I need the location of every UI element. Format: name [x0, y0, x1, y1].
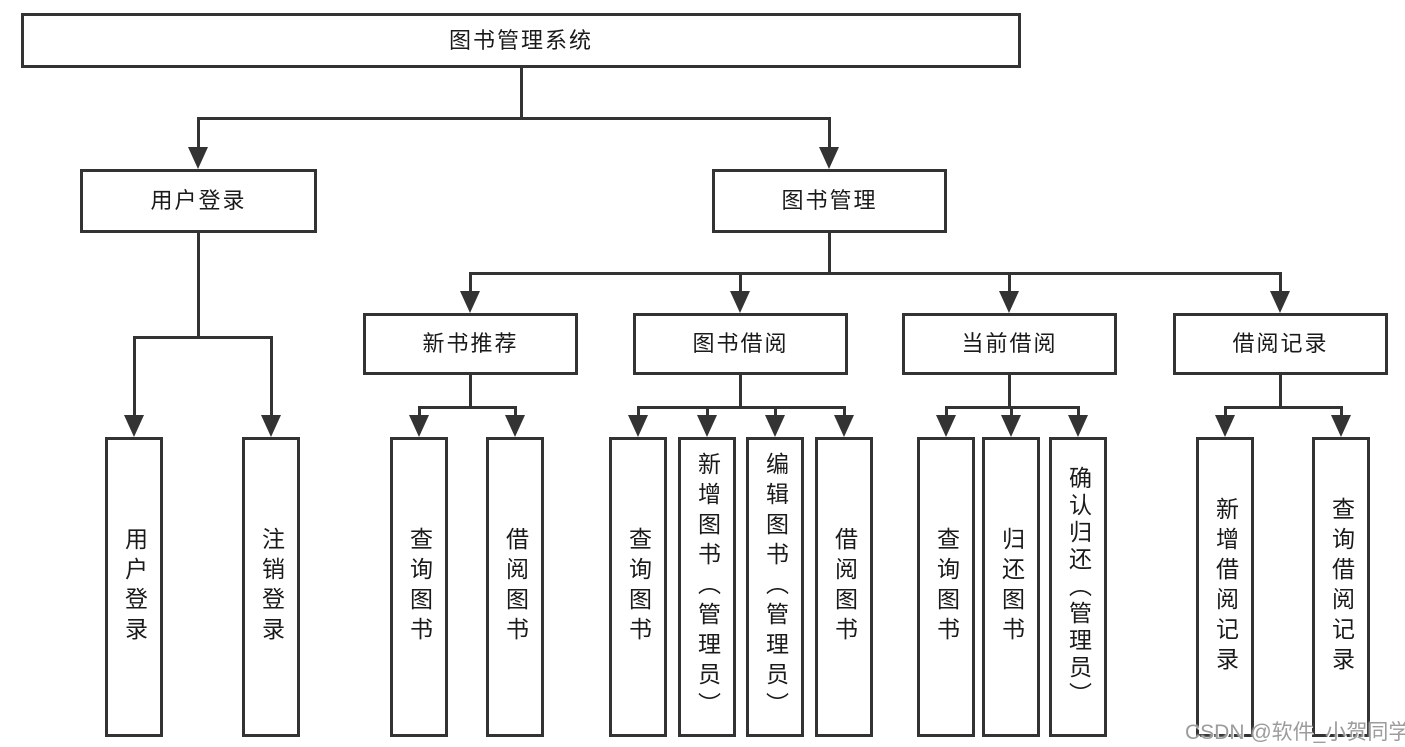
node-user-login: 用户登录 [80, 169, 317, 233]
leaf-borrow-books-recommend: 借阅图书 [486, 437, 544, 737]
node-label: 查询借阅记录 [1328, 497, 1355, 677]
connector-line [945, 407, 948, 417]
connector-arrowhead [730, 291, 750, 313]
node-label: 确认归还（管理员） [1065, 465, 1092, 709]
node-label: 图书借阅 [692, 331, 789, 356]
connector-line [418, 406, 517, 409]
connector-line [774, 407, 777, 417]
node-book-borrowing: 图书借阅 [633, 313, 848, 375]
node-label: 新增借阅记录 [1212, 497, 1239, 677]
connector-line [270, 337, 273, 417]
connector-arrowhead [936, 415, 956, 437]
connector-arrowhead [999, 291, 1019, 313]
connector-line [1008, 375, 1011, 407]
leaf-return-books: 归还图书 [982, 437, 1040, 737]
connector-arrowhead [261, 415, 281, 437]
connector-line [1008, 273, 1011, 293]
connector-arrowhead [409, 415, 429, 437]
connector-line [739, 375, 742, 407]
connector-arrowhead [628, 415, 648, 437]
leaf-query-books-borrowing: 查询图书 [609, 437, 667, 737]
connector-arrowhead [505, 415, 525, 437]
connector-line [706, 407, 709, 417]
node-label: 借阅图书 [831, 527, 858, 647]
connector-line [828, 118, 831, 150]
connector-arrowhead [697, 415, 717, 437]
connector-line [520, 68, 523, 118]
connector-arrowhead [124, 415, 144, 437]
connector-line [1279, 375, 1282, 407]
node-label: 查询图书 [406, 527, 433, 647]
leaf-borrow-books-borrowing: 借阅图书 [815, 437, 873, 737]
connector-line [197, 117, 831, 120]
node-borrowing-records: 借阅记录 [1173, 313, 1388, 375]
connector-line [1010, 407, 1013, 417]
node-current-borrowing: 当前借阅 [902, 313, 1117, 375]
node-label: 编辑图书（管理员） [762, 452, 789, 722]
node-label: 图书管理系统 [448, 27, 593, 53]
node-label: 借阅记录 [1232, 331, 1329, 356]
connector-line [1340, 407, 1343, 417]
leaf-query-borrow-record: 查询借阅记录 [1312, 437, 1370, 737]
connector-line [197, 118, 200, 150]
connector-line [133, 337, 136, 417]
connector-arrowhead [1270, 291, 1290, 313]
node-label: 用户登录 [121, 527, 148, 647]
connector-line [1224, 406, 1343, 409]
connector-line [469, 375, 472, 407]
node-label: 查询图书 [933, 527, 960, 647]
leaf-edit-books-admin: 编辑图书（管理员） [746, 437, 804, 737]
connector-arrowhead [834, 415, 854, 437]
connector-line [637, 407, 640, 417]
connector-line [843, 407, 846, 417]
connector-line [133, 336, 273, 339]
node-new-book-recommendation: 新书推荐 [363, 313, 578, 375]
connector-line [1077, 407, 1080, 417]
node-label: 图书管理 [781, 188, 878, 213]
leaf-add-borrow-record: 新增借阅记录 [1196, 437, 1254, 737]
connector-arrowhead [188, 147, 208, 169]
connector-line [418, 407, 421, 417]
connector-line [514, 407, 517, 417]
node-label: 当前借阅 [961, 331, 1058, 356]
connector-arrowhead [765, 415, 785, 437]
connector-arrowhead [1331, 415, 1351, 437]
leaf-confirm-return-admin: 确认归还（管理员） [1049, 437, 1107, 737]
connector-arrowhead [1068, 415, 1088, 437]
node-label: 归还图书 [998, 527, 1025, 647]
connector-arrowhead [819, 147, 839, 169]
connector-line [197, 233, 200, 337]
node-label: 注销登录 [258, 527, 285, 647]
connector-arrowhead [1215, 415, 1235, 437]
node-label: 查询图书 [625, 527, 652, 647]
connector-line [1224, 407, 1227, 417]
connector-line [637, 406, 846, 409]
connector-line [1279, 273, 1282, 293]
node-label: 新增图书（管理员） [694, 452, 721, 722]
node-label: 用户登录 [150, 188, 247, 213]
csdn-watermark: CSDN @软件_小贺同学 [1185, 721, 1405, 744]
node-label: 借阅图书 [502, 527, 529, 647]
leaf-query-books-recommend: 查询图书 [390, 437, 448, 737]
connector-line [828, 233, 831, 273]
leaf-add-books-admin: 新增图书（管理员） [678, 437, 736, 737]
connector-arrowhead [460, 291, 480, 313]
leaf-logout: 注销登录 [242, 437, 300, 737]
node-label: 新书推荐 [422, 331, 519, 356]
leaf-query-books-current: 查询图书 [917, 437, 975, 737]
node-library-management-system: 图书管理系统 [21, 13, 1021, 68]
connector-line [469, 272, 1282, 275]
connector-arrowhead [1001, 415, 1021, 437]
connector-line [469, 273, 472, 293]
node-book-management: 图书管理 [712, 169, 947, 233]
leaf-user-login: 用户登录 [105, 437, 163, 737]
connector-line [739, 273, 742, 293]
